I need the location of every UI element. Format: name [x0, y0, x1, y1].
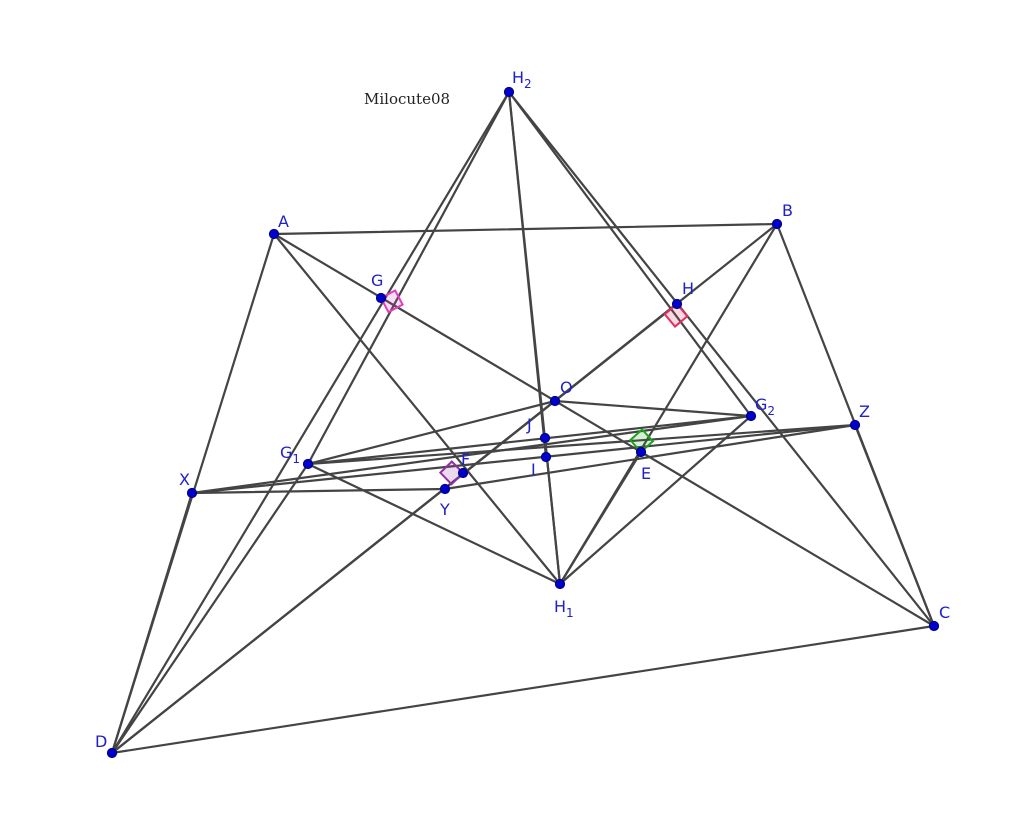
label-c: C — [939, 603, 950, 622]
label-b: B — [782, 201, 793, 220]
label-h2: H2 — [512, 68, 532, 91]
point-d[interactable] — [106, 747, 118, 759]
segment-a-b — [272, 222, 779, 236]
watermark-text: Milocute08 — [364, 90, 451, 108]
label-i: I — [531, 460, 536, 479]
point-f[interactable] — [457, 467, 469, 479]
segment-g2-h1 — [558, 414, 753, 586]
segment-g1-h1 — [306, 462, 562, 586]
point-z[interactable] — [849, 419, 861, 431]
point-y[interactable] — [439, 483, 451, 495]
points-layer — [106, 86, 940, 759]
point-x[interactable] — [186, 487, 198, 499]
label-z: Z — [859, 402, 870, 421]
point-g1[interactable] — [302, 458, 314, 470]
label-d: D — [95, 732, 107, 751]
point-h2[interactable] — [503, 86, 515, 98]
segment-h2-g1 — [306, 90, 511, 466]
right-angle-marker-h — [663, 302, 689, 328]
label-f: F — [461, 450, 470, 469]
segment-d-o — [110, 399, 557, 755]
label-a: A — [278, 212, 289, 231]
point-e[interactable] — [635, 446, 647, 458]
label-j: J — [526, 415, 532, 434]
segment-x-y — [190, 487, 447, 495]
segment-d-g1 — [110, 462, 310, 755]
segment-h2-g2 — [507, 90, 753, 418]
segment-o-g1 — [306, 399, 557, 466]
point-j[interactable] — [539, 432, 551, 444]
point-b[interactable] — [771, 218, 783, 230]
point-g[interactable] — [375, 292, 387, 304]
point-i[interactable] — [540, 451, 552, 463]
point-h1[interactable] — [554, 578, 566, 590]
segment-h1-j — [543, 436, 562, 586]
right-angle-markers-layer — [379, 289, 689, 486]
point-c[interactable] — [928, 620, 940, 632]
segment-a-c — [272, 232, 936, 628]
segment-z-c — [853, 423, 936, 628]
label-subscript-g1: 1 — [292, 452, 300, 466]
segment-y-z — [443, 423, 857, 491]
label-x: X — [179, 470, 190, 489]
segment-h2-i — [507, 90, 548, 459]
right-angle-marker-g — [379, 289, 404, 314]
label-subscript-g2: 2 — [767, 404, 775, 418]
label-e: E — [641, 464, 651, 483]
point-g2[interactable] — [745, 410, 757, 422]
segment-g1-g2 — [306, 414, 753, 466]
segment-x-z — [190, 423, 857, 495]
right-angle-marker-f — [438, 460, 465, 486]
label-y: Y — [439, 500, 450, 519]
label-h: H — [682, 279, 694, 298]
segment-o-g2 — [553, 399, 753, 418]
segment-c-d — [110, 624, 936, 755]
segment-x-d — [110, 491, 194, 755]
segment-o-h — [553, 302, 679, 403]
label-subscript-h2: 2 — [524, 77, 532, 91]
label-g: G — [371, 271, 383, 290]
segment-h1-e — [558, 450, 643, 586]
segments-layer — [110, 90, 936, 755]
label-subscript-h1: 1 — [566, 606, 574, 620]
point-h[interactable] — [671, 298, 683, 310]
right-angle-marker-e — [628, 427, 655, 454]
point-a[interactable] — [268, 228, 280, 240]
segment-a-h1 — [272, 232, 562, 586]
label-h1: H1 — [554, 597, 574, 620]
point-o[interactable] — [549, 395, 561, 407]
segment-x-g2 — [190, 414, 753, 495]
segment-h2-c — [507, 90, 936, 628]
segment-g1-z — [306, 423, 857, 466]
label-o: O — [560, 378, 573, 397]
segment-h2-d — [110, 90, 511, 755]
